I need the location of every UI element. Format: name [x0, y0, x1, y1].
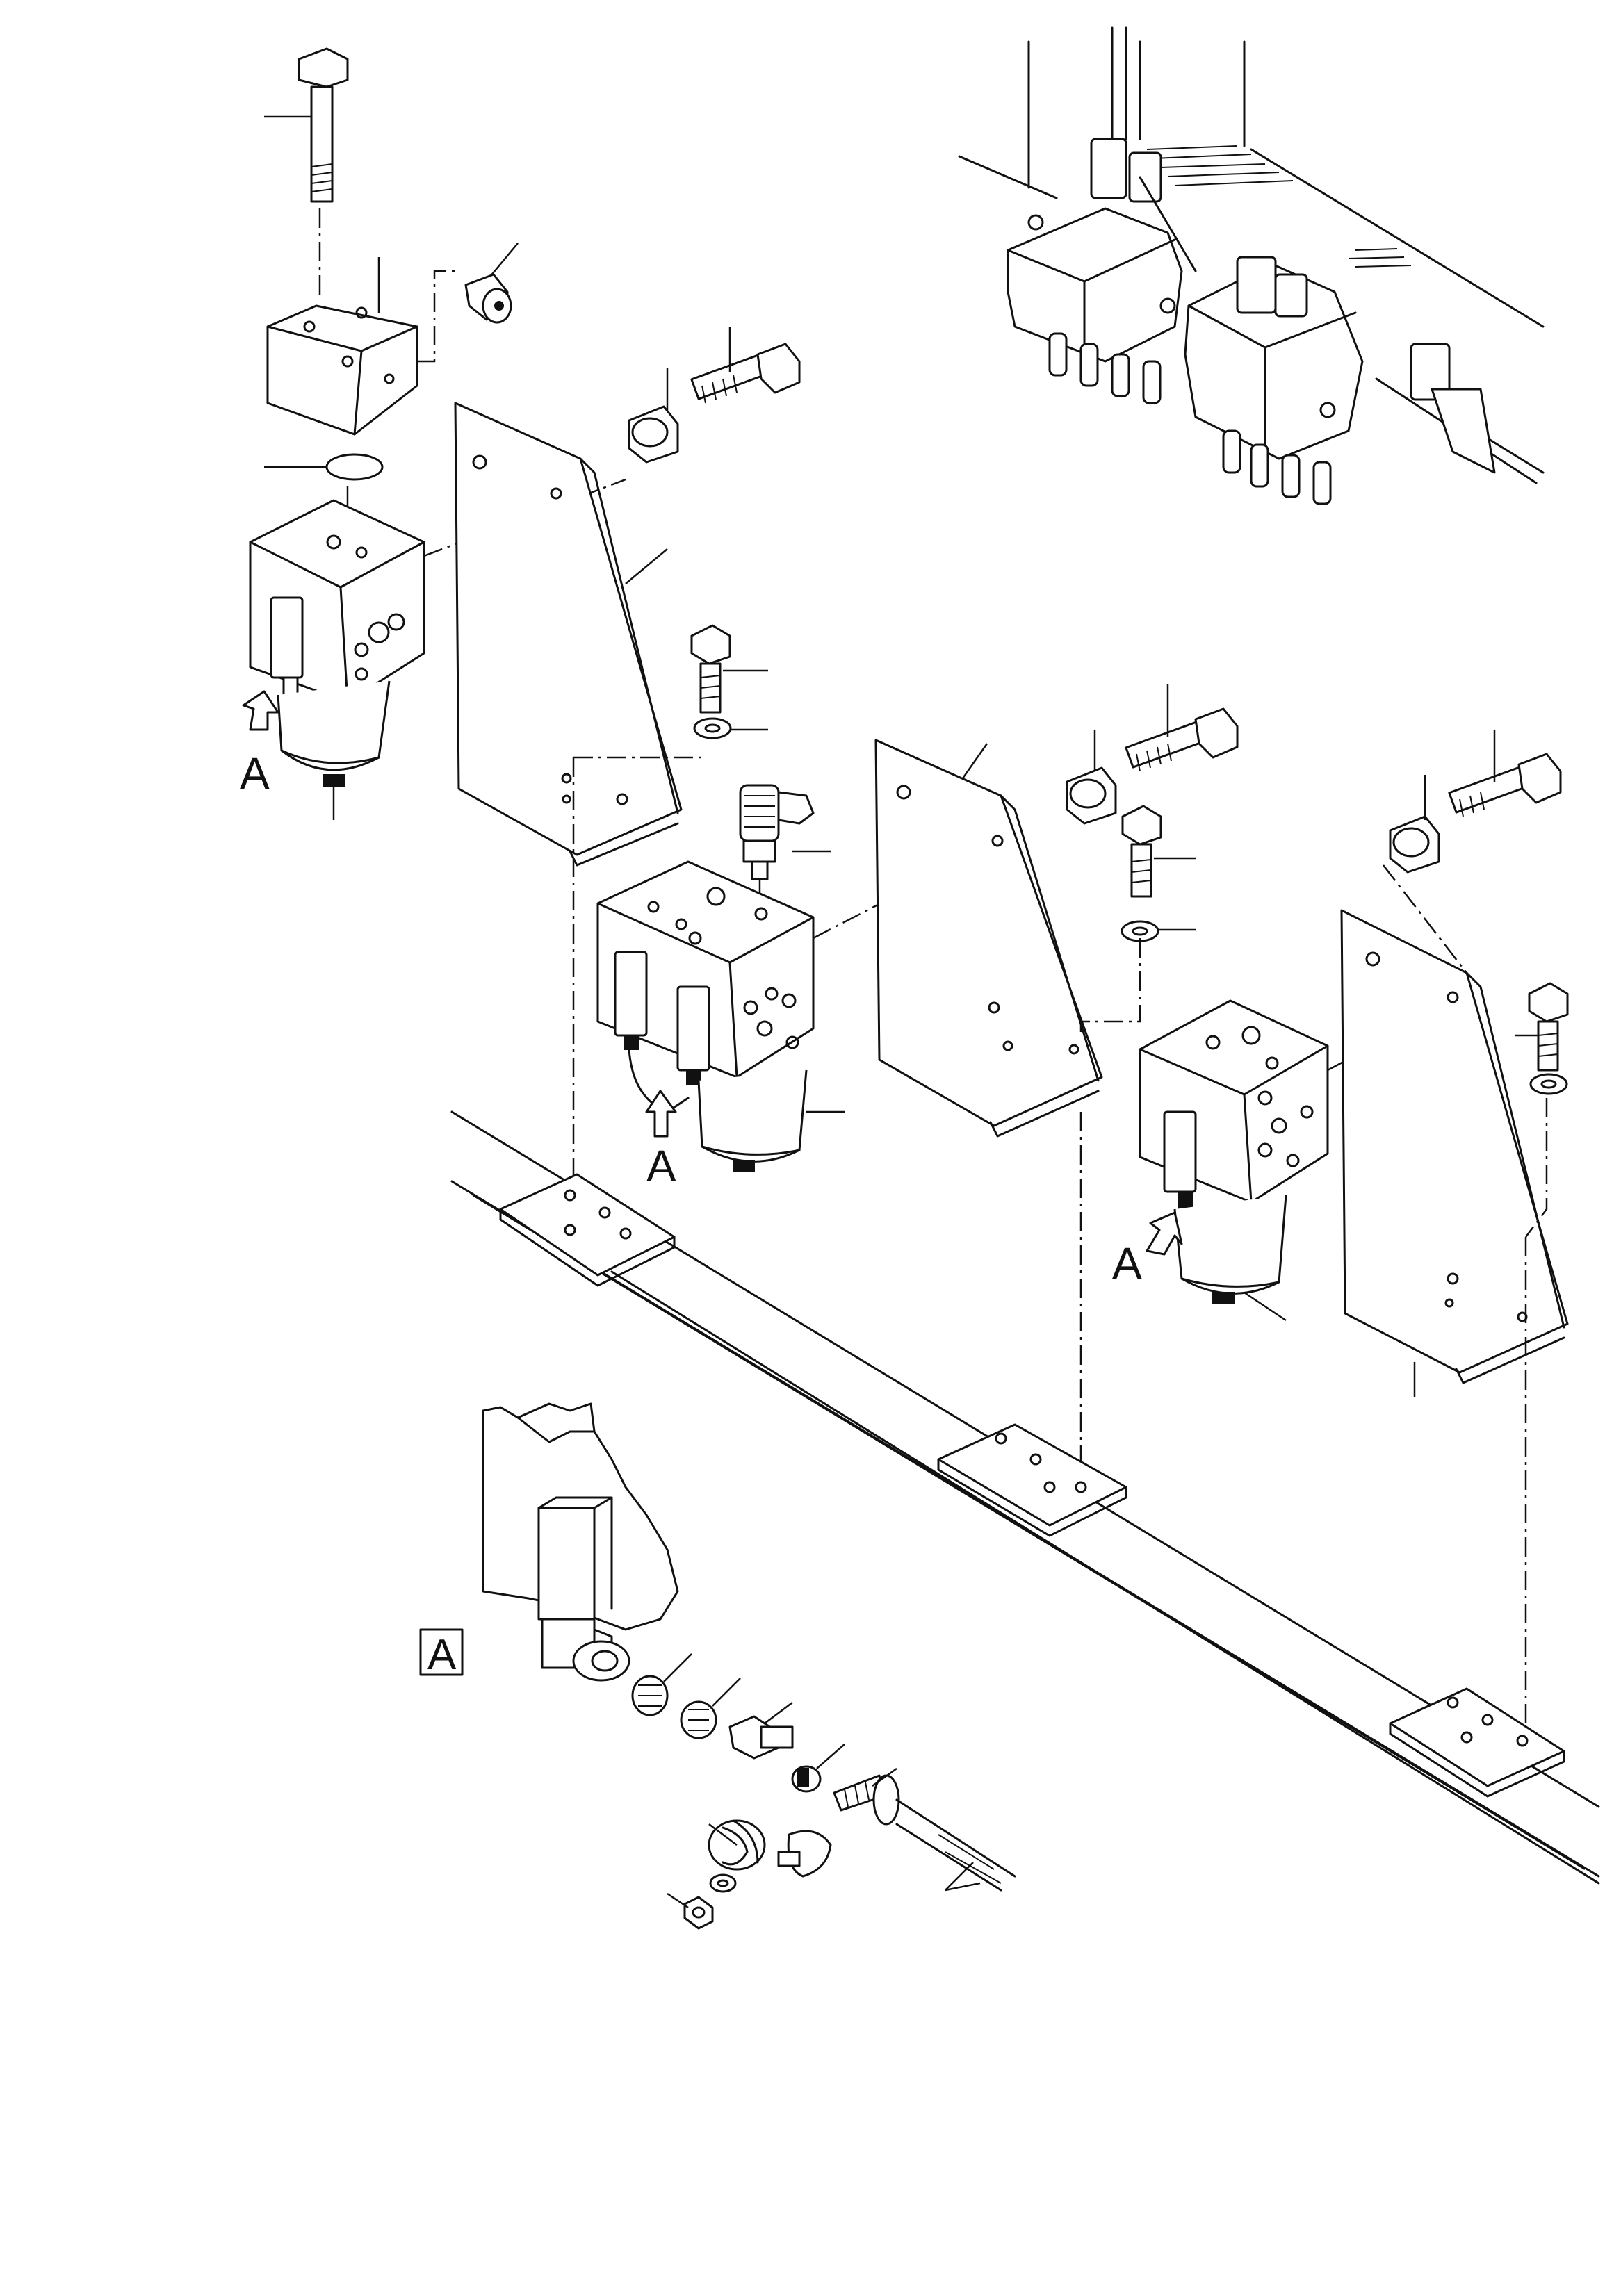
spacer-2: [1066, 730, 1117, 825]
view-a-arrow-2: A: [645, 1090, 677, 1191]
spacer-3: [1389, 775, 1440, 874]
bracket-2: [874, 739, 1103, 1138]
bracket-1: [454, 402, 683, 867]
spacer-1: [628, 368, 679, 464]
bolt-top-left: [264, 47, 349, 203]
bolt-6: [1515, 982, 1569, 1072]
view-a-label-2: A: [646, 1141, 676, 1191]
bracket-3: [1340, 909, 1569, 1397]
view-a-label-3: A: [1112, 1238, 1142, 1288]
filter-unit-1: [249, 499, 425, 820]
detail-a-label: A: [427, 1631, 457, 1679]
pressure-switch: [739, 784, 831, 880]
bolt-3: [1125, 684, 1239, 772]
detail-a: A: [419, 1402, 1016, 1930]
plug: [464, 243, 519, 324]
cover-block: [266, 257, 418, 436]
bolt-4: [1121, 805, 1196, 898]
control-valve-assembly: [958, 26, 1545, 505]
filter-unit-3: [1139, 999, 1329, 1322]
filter-unit-2: [596, 860, 845, 1172]
view-a-arrow-3: A: [1112, 1211, 1183, 1288]
mounting-plate-2: [937, 1423, 1127, 1537]
o-ring: [264, 453, 384, 481]
mounting-plate-3: [1389, 1687, 1565, 1798]
bolt-5: [1448, 730, 1562, 817]
washer-1: [693, 717, 768, 739]
washer-3: [1529, 1073, 1568, 1095]
bolt-1: [690, 327, 801, 404]
detail-a-frame: [419, 1628, 464, 1676]
view-a-arrow-1: A: [240, 690, 279, 798]
mounting-plate-1: [499, 1173, 676, 1287]
view-a-label-1: A: [240, 748, 270, 798]
washer-2: [1121, 920, 1196, 942]
bolt-2: [690, 624, 768, 714]
